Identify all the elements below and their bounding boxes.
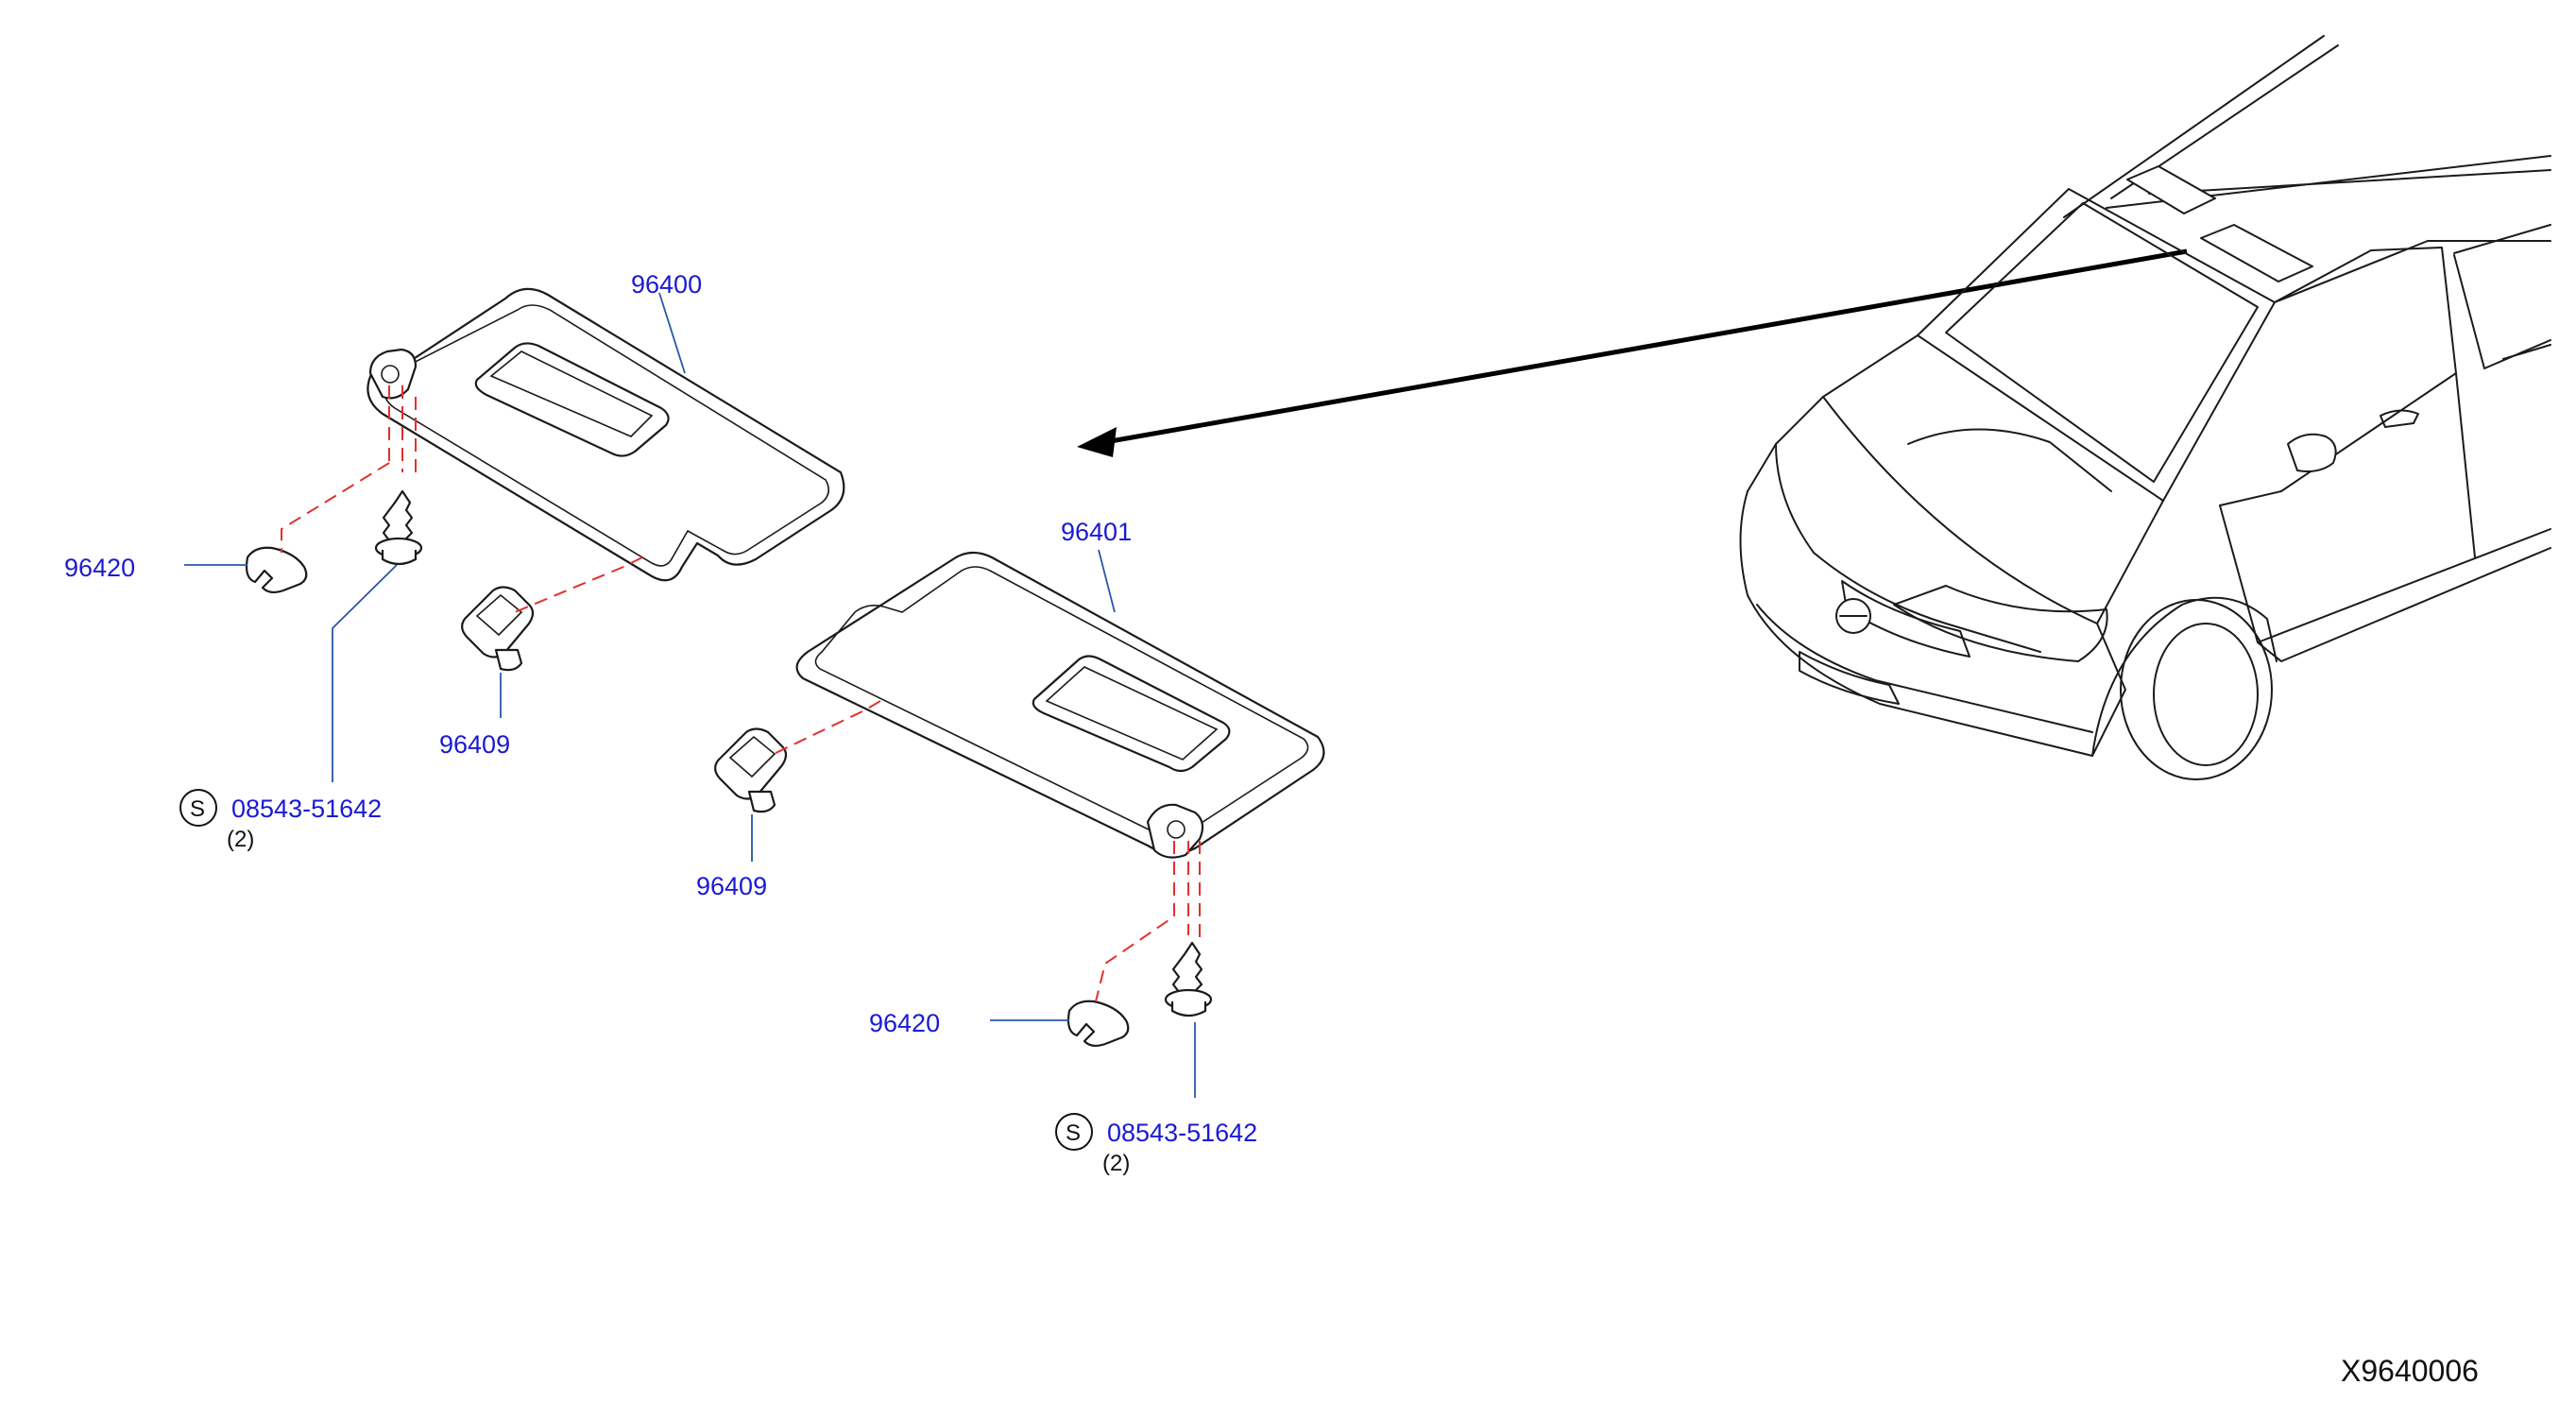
visor-holder-right[interactable] — [714, 727, 788, 813]
label-08543-51642-left[interactable]: 08543-51642 — [231, 795, 382, 823]
assembly-guides — [281, 385, 1201, 1002]
screw-callout-right[interactable]: S 08543-51642 (2) — [1055, 1113, 1257, 1176]
screw-symbol-right: S — [1066, 1120, 1081, 1146]
label-96420-left[interactable]: 96420 — [64, 554, 135, 582]
leader-lines — [184, 292, 1196, 1098]
sun-visor-left[interactable] — [367, 287, 845, 582]
screw-callout-left[interactable]: S 08543-51642 (2) — [179, 789, 382, 852]
label-96400[interactable]: 96400 — [631, 270, 702, 299]
part-labels: 96400 96401 96420 96420 96409 96409 S 08… — [64, 270, 2479, 1388]
hinge-cover-right[interactable] — [1066, 1000, 1130, 1048]
label-96409-left[interactable]: 96409 — [439, 730, 510, 759]
screw-symbol-left: S — [190, 796, 205, 822]
callout-arrow — [1077, 248, 2188, 457]
label-96401[interactable]: 96401 — [1061, 518, 1132, 546]
diagram-code: X9640006 — [2341, 1354, 2479, 1388]
qty-right: (2) — [1102, 1151, 1130, 1176]
sun-visor-right[interactable] — [795, 551, 1325, 859]
label-08543-51642-right[interactable]: 08543-51642 — [1107, 1119, 1257, 1147]
qty-left: (2) — [227, 827, 254, 852]
vehicle-illustration — [1739, 35, 2551, 780]
hinge-cover-left[interactable] — [245, 546, 308, 594]
label-96409-right[interactable]: 96409 — [696, 872, 767, 900]
screw-left[interactable] — [374, 489, 423, 566]
visor-holder-left[interactable] — [461, 586, 535, 672]
screw-right[interactable] — [1164, 941, 1213, 1017]
label-96420-right[interactable]: 96420 — [869, 1009, 940, 1037]
